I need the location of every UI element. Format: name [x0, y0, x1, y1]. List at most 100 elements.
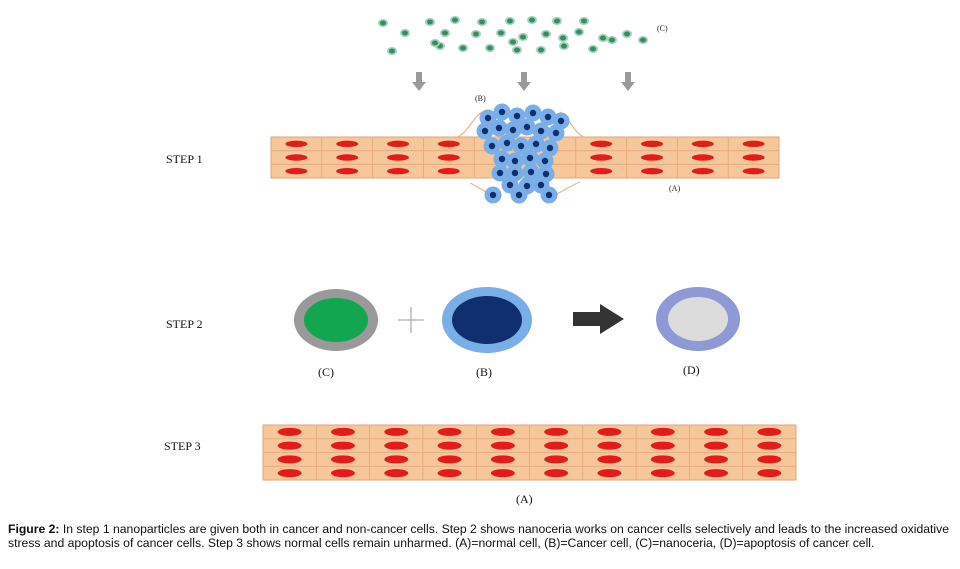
cell-nucleus: [277, 455, 302, 464]
cell-nucleus: [387, 154, 409, 161]
cell-nucleus: [544, 455, 569, 464]
label-c-nanoceria: (C): [318, 365, 334, 379]
cell-nucleus: [384, 469, 409, 478]
cancer-cell-nucleus: [542, 170, 550, 178]
cancer-cell-nucleus: [481, 127, 489, 135]
step-1-label: STEP 1: [166, 152, 203, 166]
cancer-cell-nucleus: [557, 117, 565, 125]
nanoparticle-core: [460, 45, 466, 51]
cancer-cell-nucleus: [537, 181, 545, 189]
cancer-cell-nucleus: [529, 109, 537, 117]
nanoparticle-core: [640, 37, 646, 43]
cancer-cell-cluster: [476, 103, 570, 204]
cell-nucleus: [757, 427, 782, 436]
down-arrows: [412, 72, 635, 91]
cancer-cell-nucleus: [513, 112, 521, 120]
cell-nucleus: [336, 167, 359, 175]
nanoparticle-core: [432, 40, 438, 46]
cancer-cell-nucleus: [523, 123, 531, 131]
cell-nucleus: [336, 140, 359, 148]
cell-nucleus: [490, 469, 515, 478]
cell-nucleus: [650, 427, 675, 436]
down-arrow-icon: [412, 72, 426, 91]
cancer-cell-nucleus: [537, 127, 545, 135]
cancer-cell-nucleus: [488, 142, 496, 150]
label-d-apoptosis: (D): [683, 363, 700, 377]
nanoparticle-core: [507, 18, 513, 24]
cell-nucleus: [544, 427, 569, 436]
tissue-strip-step3: [262, 424, 797, 481]
cell-nucleus: [691, 140, 714, 148]
label-a-normal-tissue-step1: (A): [669, 184, 680, 193]
cell-nucleus: [650, 469, 675, 478]
cell-nucleus: [691, 154, 714, 161]
cell-nucleus: [490, 427, 515, 436]
cell-nucleus: [437, 154, 460, 161]
cancer-cell-nucleus: [546, 144, 554, 152]
down-arrow-icon: [517, 72, 531, 91]
cell-nucleus: [597, 427, 622, 436]
nanoparticle-core: [520, 34, 526, 40]
cell-nucleus: [384, 455, 409, 464]
nanoparticle-core: [442, 30, 448, 36]
cell-nucleus: [387, 167, 409, 175]
cell-nucleus: [544, 469, 569, 478]
cancer-cell-nucleus: [511, 169, 519, 177]
cancer-cell-nucleus: [484, 114, 492, 122]
cell-nucleus: [544, 441, 569, 450]
nanoparticle-core: [609, 37, 615, 43]
cell-nucleus: [650, 455, 675, 464]
nanoparticle-core: [529, 17, 535, 23]
cancer-cell-nucleus: [517, 142, 525, 150]
cell-nucleus: [641, 167, 663, 175]
cell-nucleus: [597, 469, 622, 478]
cell-nucleus: [437, 455, 462, 464]
cell-nucleus: [277, 427, 302, 436]
nanoparticle-core: [402, 30, 408, 36]
cell-nucleus: [437, 427, 462, 436]
nanoparticle-core: [510, 39, 516, 45]
caption-text: In step 1 nanoparticles are given both i…: [8, 522, 949, 550]
cell-nucleus: [641, 154, 663, 161]
nanoparticle-core: [600, 35, 606, 41]
cancer-cell-nucleus: [495, 124, 503, 132]
cell-nucleus: [384, 441, 409, 450]
step-2-label: STEP 2: [166, 317, 203, 331]
nanoceria-particle-core: [304, 298, 368, 342]
cancer-cell-nucleus: [506, 181, 514, 189]
cell-nucleus: [330, 455, 355, 464]
nanoparticle-core: [581, 18, 587, 24]
cell-nucleus: [650, 441, 675, 450]
nanoparticle-core: [389, 48, 395, 54]
cell-nucleus: [590, 167, 613, 175]
cell-nucleus: [704, 455, 729, 464]
cell-nucleus: [757, 455, 782, 464]
nanoparticle-core: [560, 35, 566, 41]
cancer-cell-nucleus: [527, 168, 535, 176]
cancer-cell-nucleus: [515, 191, 523, 199]
cancer-cell-nucleus: [532, 140, 540, 148]
reaction-arrow: [573, 304, 624, 334]
nanoparticle-core: [427, 19, 433, 25]
cancer-cell-nucleus: [509, 126, 517, 134]
cancer-cell-nucleus: [498, 155, 506, 163]
cancer-cell-nucleus: [541, 157, 549, 165]
nanoparticle-core: [624, 31, 630, 37]
figure-caption: Figure 2: In step 1 nanoparticles are gi…: [8, 522, 952, 550]
caption-label: Figure 2:: [8, 522, 60, 536]
cell-nucleus: [757, 441, 782, 450]
cell-nucleus: [590, 154, 613, 161]
label-c-nanoparticles: (C): [657, 24, 668, 33]
nanoparticle-core: [479, 19, 485, 25]
nanoparticle-core: [473, 31, 479, 37]
nanoparticle-core: [452, 17, 458, 23]
cancer-cell-nucleus: [511, 157, 519, 165]
cell-nucleus: [704, 469, 729, 478]
cell-nucleus: [742, 140, 765, 148]
cell-nucleus: [641, 140, 663, 148]
cancer-cell-nucleus: [545, 191, 553, 199]
cell-nucleus: [742, 167, 765, 175]
label-b-cancer-cluster: (B): [475, 94, 486, 103]
cell-nucleus: [742, 154, 765, 161]
